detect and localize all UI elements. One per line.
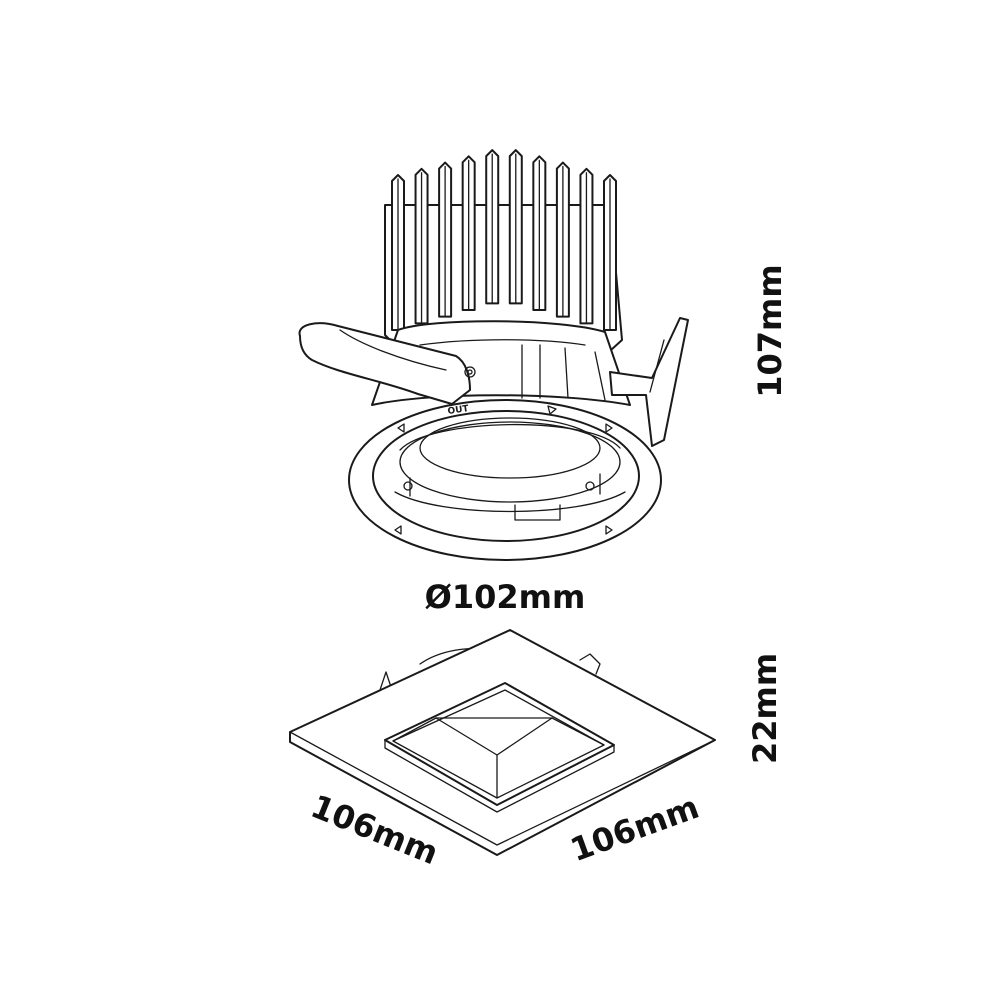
trim-height-dimension-label: 22mm (746, 652, 784, 764)
ring-marking: OUT (447, 404, 470, 417)
lever-screw-icon (464, 366, 476, 378)
square-trim-drawing (289, 629, 716, 856)
reflector (399, 423, 621, 451)
heatsink-fins (391, 149, 617, 331)
diameter-dimension-label: Ø102mm (424, 578, 586, 616)
inner-trim-ring (372, 410, 640, 542)
right-spring-clip (609, 317, 689, 447)
height-dimension-label: 107mm (751, 264, 789, 398)
left-mounting-lever (298, 322, 471, 405)
round-downlight-drawing (298, 149, 689, 561)
